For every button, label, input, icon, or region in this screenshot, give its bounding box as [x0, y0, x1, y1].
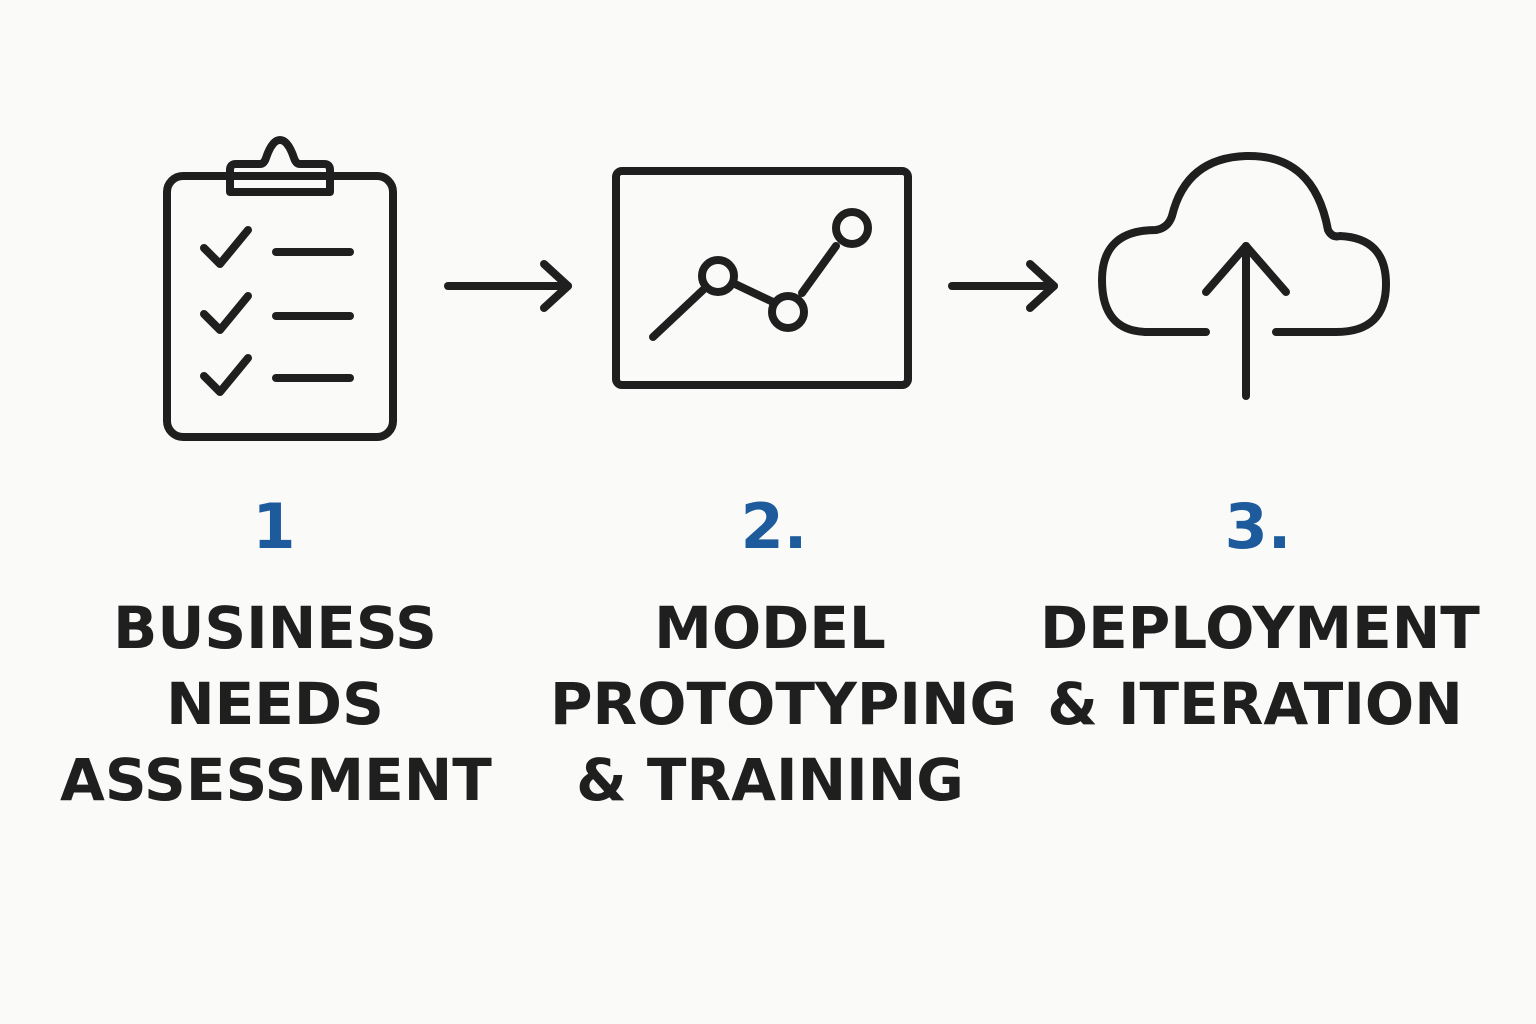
line-chart-icon	[612, 166, 912, 390]
step-label-2-line-3: & TRAINING	[576, 746, 964, 814]
step-label-1: BUSINESS NEEDS ASSESSMENT	[60, 590, 492, 818]
step-label-3-line-2: & ITERATION	[1047, 670, 1463, 738]
step-label-1-line-2: NEEDS	[166, 670, 384, 738]
step-label-2-line-1: MODEL	[654, 594, 886, 662]
step-label-2: MODEL PROTOTYPING & TRAINING	[550, 590, 1018, 818]
clipboard-checklist-icon	[160, 130, 400, 445]
step-number-3: 3.	[1224, 490, 1292, 563]
step-label-3-line-1: DEPLOYMENT	[1040, 594, 1480, 662]
step-number-1: 1	[252, 490, 296, 563]
step-number-2: 2.	[740, 490, 808, 563]
step-label-1-line-3: ASSESSMENT	[60, 746, 492, 814]
step-label-2-line-2: PROTOTYPING	[550, 670, 1018, 738]
flow-arrow-1	[444, 258, 576, 314]
arrow-right-icon	[948, 260, 1058, 312]
arrow-right-icon	[444, 260, 572, 312]
cloud-upload-icon	[1096, 150, 1396, 402]
flow-arrow-2	[948, 258, 1062, 314]
step-label-3: DEPLOYMENT & ITERATION	[1040, 590, 1480, 742]
step-label-1-line-1: BUSINESS	[113, 594, 437, 662]
